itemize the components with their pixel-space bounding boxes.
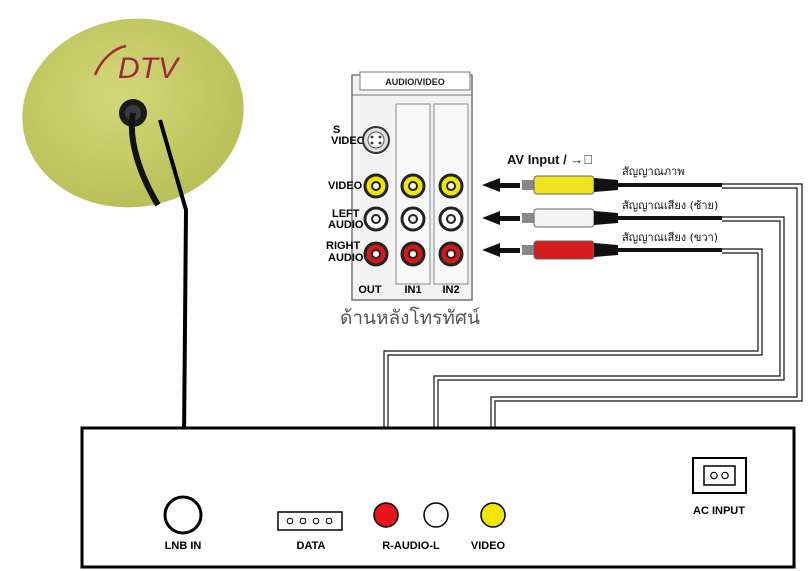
data-port: [277, 511, 343, 531]
arrow-right-audio: [482, 243, 520, 257]
av-input-label: AV Input / →⃝: [507, 152, 593, 167]
plug-left-audio: [522, 208, 722, 228]
tv-panel-header: AUDIO/VIDEO: [385, 77, 445, 87]
dish-logo-swoosh: [93, 44, 127, 76]
ac-input-port: [692, 457, 747, 494]
tv-rear-caption: ด้านหลังโทรทัศน์: [340, 306, 480, 329]
right-audio-cable-route: [383, 248, 763, 505]
jack-right-in1: [400, 241, 426, 267]
data-label: DATA: [297, 540, 326, 552]
video-out-port: [480, 502, 506, 528]
arrow-left-audio: [482, 211, 520, 225]
tv-panel-header-box: [359, 71, 471, 91]
signal-label-left: สัญญาณเสียง (ซ้าย): [622, 199, 718, 212]
jack-right-out: [363, 241, 389, 267]
audio-label: R-AUDIO-L: [382, 540, 440, 552]
jack-video-out: [363, 173, 389, 199]
dish-logo-text: DTV: [118, 52, 181, 85]
feed-arm: [128, 112, 161, 207]
svideo-jack: [362, 126, 390, 154]
lnb-in-label: LNB IN: [165, 540, 202, 552]
receiver-body: [80, 426, 796, 569]
lnb-in-port: [163, 495, 203, 535]
left-audio-cable-route: [433, 216, 785, 505]
jack-left-in1: [400, 206, 426, 232]
audio-left-port: [423, 502, 449, 528]
arrow-video: [482, 178, 520, 192]
col-label-in2: IN2: [442, 284, 459, 296]
col-label-in1: IN1: [404, 284, 421, 296]
audio-right-port: [373, 502, 399, 528]
receiver-rear-panel: LNB IN DATA R-AUDIO-L VIDEO AC INPUT: [80, 426, 796, 569]
jack-left-in2: [438, 206, 464, 232]
signal-label-right: สัญญาณเสียง (ขวา): [622, 231, 718, 244]
video-label: VIDEO: [471, 540, 506, 552]
label-left-audio: AUDIO: [328, 219, 364, 231]
jack-right-in2: [438, 241, 464, 267]
label-right-audio: AUDIO: [328, 252, 364, 264]
plug-video: [522, 175, 722, 195]
jack-left-out: [363, 206, 389, 232]
av-cable-assembly: AV Input / →⃝ สัญญาณภาพ สัญญาณเสียง (ซ้า…: [482, 152, 722, 260]
jack-video-in1: [400, 173, 426, 199]
satellite-dish: DTV: [22, 18, 244, 208]
label-video: VIDEO: [328, 180, 363, 192]
label-s: S: [333, 124, 340, 136]
label-left: LEFT: [332, 208, 360, 220]
jack-video-in2: [438, 173, 464, 199]
ac-input-label: AC INPUT: [693, 505, 745, 517]
col-label-out: OUT: [358, 284, 382, 296]
signal-label-video: สัญญาณภาพ: [622, 165, 685, 178]
tv-rear-panel: AUDIO/VIDEO S VIDEO VIDEO LEFT AUDIO RIG…: [326, 71, 480, 329]
label-right: RIGHT: [326, 240, 361, 252]
label-s-video: VIDEO: [331, 135, 366, 147]
plug-right-audio: [522, 240, 722, 260]
